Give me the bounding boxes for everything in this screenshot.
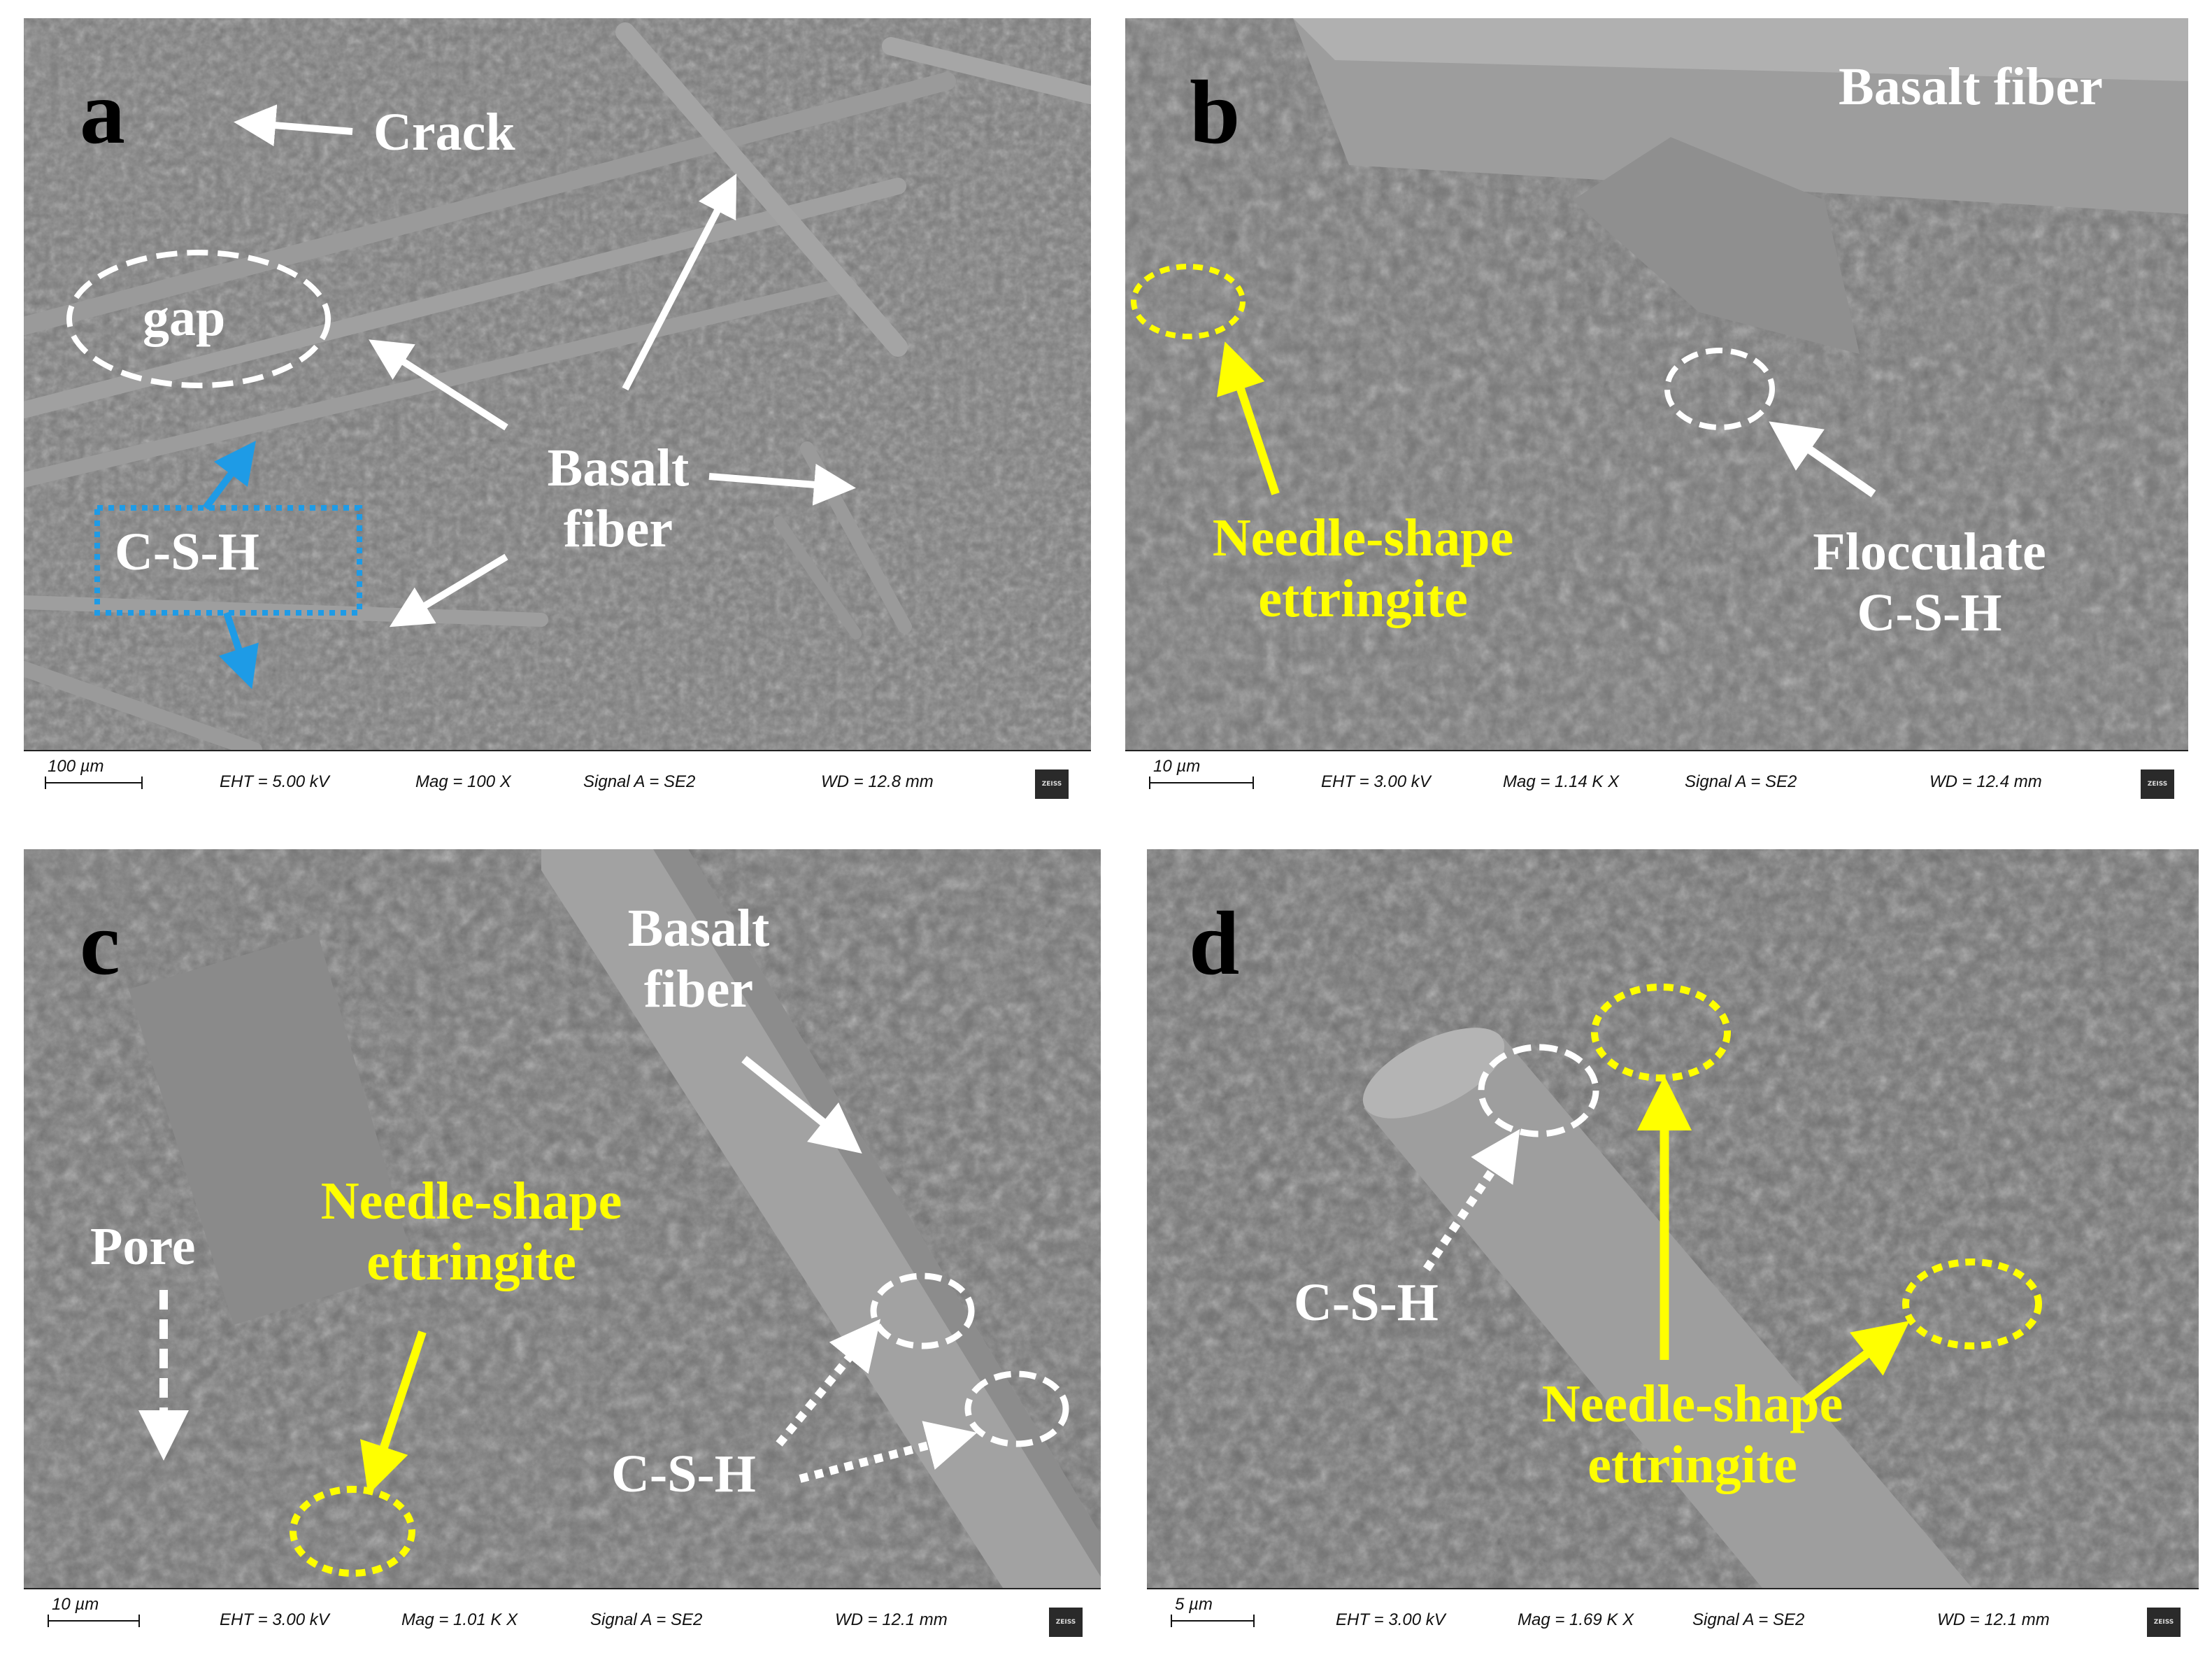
scale-bar: [48, 1615, 140, 1627]
sem-image-a: [24, 18, 1091, 750]
scale-label: 10 µm: [1153, 757, 1201, 776]
mag-label: Mag = 1.69 K X: [1518, 1610, 1634, 1629]
label-crack: Crack: [373, 103, 515, 162]
label-needle-line1: Needle-shape: [320, 1172, 622, 1230]
label-basalt-line1: Basalt: [627, 899, 770, 958]
label-floc-line1: Flocculate: [1813, 523, 2046, 581]
scale-bar: [45, 776, 143, 789]
panel-letter-c: c: [80, 893, 120, 994]
zeiss-logo: ZEISS: [1035, 769, 1069, 799]
sem-image-b: [1125, 18, 2188, 750]
label-basalt-fiber: Basalt fiber: [1839, 57, 2103, 116]
label-pore: Pore: [90, 1217, 196, 1276]
label-needle-line1: Needle-shape: [1212, 509, 1514, 567]
signal-label: Signal A = SE2: [1685, 772, 1797, 791]
signal-label: Signal A = SE2: [583, 772, 696, 791]
label-needle-line1: Needle-shape: [1541, 1375, 1843, 1433]
label-gap: gap: [143, 288, 226, 347]
label-flocculate-csh: Flocculate C-S-H: [1783, 522, 2076, 644]
zeiss-logo: ZEISS: [2141, 769, 2174, 799]
wd-label: WD = 12.1 mm: [835, 1610, 948, 1629]
eht-label: EHT = 3.00 kV: [220, 1610, 329, 1629]
eht-label: EHT = 3.00 kV: [1321, 772, 1431, 791]
label-needle-line2: ettringite: [1258, 569, 1468, 628]
zeiss-logo: ZEISS: [2147, 1608, 2181, 1637]
panel-letter-d: d: [1189, 893, 1240, 994]
signal-label: Signal A = SE2: [1692, 1610, 1805, 1629]
label-basalt-line1: Basalt: [547, 439, 690, 497]
eht-label: EHT = 3.00 kV: [1336, 1610, 1446, 1629]
wd-label: WD = 12.8 mm: [821, 772, 934, 791]
eht-label: EHT = 5.00 kV: [220, 772, 329, 791]
label-basalt-line2: fiber: [643, 960, 754, 1019]
panel-c: 10 µm EHT = 3.00 kV Mag = 1.01 K X Signa…: [24, 849, 1101, 1644]
label-csh: C-S-H: [1294, 1273, 1439, 1332]
scale-bar: [1149, 776, 1254, 789]
label-csh: C-S-H: [115, 523, 259, 581]
wd-label: WD = 12.1 mm: [1937, 1610, 2050, 1629]
label-needle-line2: ettringite: [1587, 1435, 1797, 1494]
mag-label: Mag = 1.14 K X: [1503, 772, 1620, 791]
scale-label: 5 µm: [1175, 1595, 1213, 1614]
zeiss-logo: ZEISS: [1049, 1608, 1083, 1637]
panel-d: 5 µm EHT = 3.00 kV Mag = 1.69 K X Signal…: [1147, 849, 2199, 1644]
label-needle-line2: ettringite: [366, 1233, 576, 1291]
label-floc-line2: C-S-H: [1857, 583, 2002, 642]
scale-label: 10 µm: [52, 1595, 99, 1614]
signal-label: Signal A = SE2: [590, 1610, 703, 1629]
info-bar-d: 5 µm EHT = 3.00 kV Mag = 1.69 K X Signal…: [1147, 1588, 2199, 1644]
sem-image-c: [24, 849, 1101, 1588]
info-bar-c: 10 µm EHT = 3.00 kV Mag = 1.01 K X Signa…: [24, 1588, 1101, 1644]
info-bar-b: 10 µm EHT = 3.00 kV Mag = 1.14 K X Signa…: [1125, 750, 2188, 806]
label-needle-ettringite: Needle-shape ettringite: [283, 1171, 660, 1293]
mag-label: Mag = 100 X: [415, 772, 511, 791]
label-csh: C-S-H: [611, 1445, 756, 1503]
info-bar-a: 100 µm EHT = 5.00 kV Mag = 100 X Signal …: [24, 750, 1091, 806]
mag-label: Mag = 1.01 K X: [401, 1610, 518, 1629]
wd-label: WD = 12.4 mm: [1929, 772, 2042, 791]
panel-letter-b: b: [1190, 62, 1241, 163]
label-basalt-fiber: Basalt fiber: [513, 438, 723, 560]
scale-bar: [1171, 1615, 1255, 1627]
label-basalt-line2: fiber: [563, 499, 673, 558]
label-basalt-fiber: Basalt fiber: [597, 898, 800, 1020]
scale-label: 100 µm: [48, 757, 104, 776]
panel-letter-a: a: [80, 62, 125, 163]
label-needle-ettringite: Needle-shape ettringite: [1167, 508, 1559, 630]
panel-b: 10 µm EHT = 3.00 kV Mag = 1.14 K X Signa…: [1125, 18, 2188, 806]
panel-a: 100 µm EHT = 5.00 kV Mag = 100 X Signal …: [24, 18, 1091, 806]
label-needle-ettringite: Needle-shape ettringite: [1497, 1374, 1888, 1496]
